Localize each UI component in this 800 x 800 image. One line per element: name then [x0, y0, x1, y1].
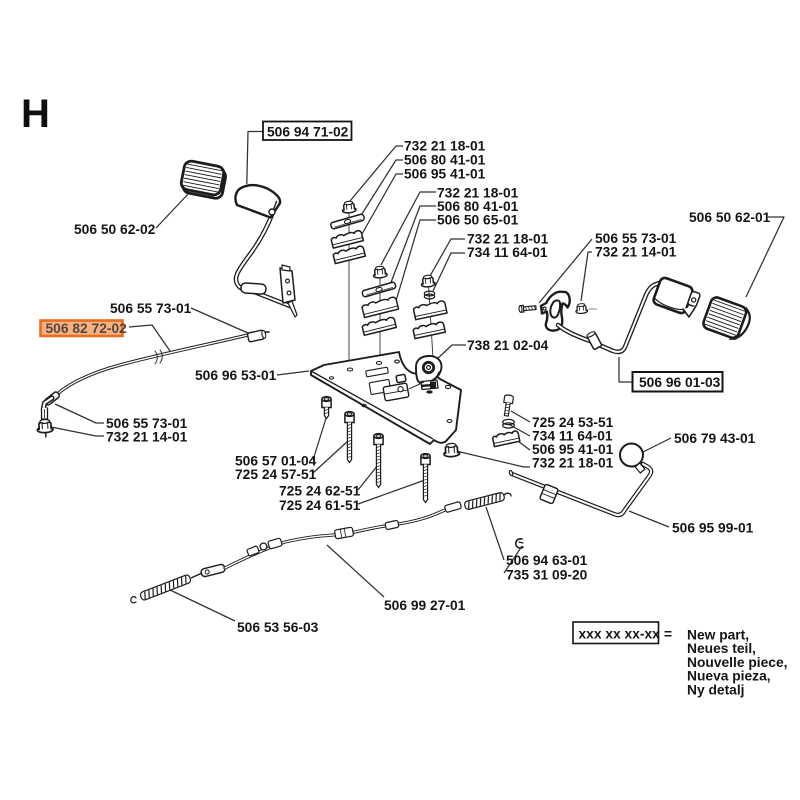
svg-text:506 57 01-04: 506 57 01-04: [235, 454, 317, 469]
svg-text:506 96 01-03: 506 96 01-03: [639, 375, 721, 390]
svg-text:506 95 41-01: 506 95 41-01: [532, 442, 614, 457]
svg-text:506 50 62-01: 506 50 62-01: [689, 210, 771, 225]
svg-text:506 50 62-02: 506 50 62-02: [74, 222, 156, 237]
svg-text:732 21 18-01: 732 21 18-01: [532, 456, 614, 471]
svg-text:725 24 62-51: 725 24 62-51: [279, 484, 361, 499]
svg-text:=: =: [664, 627, 672, 642]
svg-text:725 24 61-51: 725 24 61-51: [279, 498, 361, 513]
svg-text:506 80 41-01: 506 80 41-01: [404, 153, 486, 168]
svg-text:506 94 63-01: 506 94 63-01: [506, 553, 588, 568]
svg-text:732 21 18-01: 732 21 18-01: [437, 186, 519, 201]
svg-text:506 95 99-01: 506 95 99-01: [672, 521, 754, 536]
svg-text:725 24 57-51: 725 24 57-51: [235, 467, 317, 482]
svg-text:732 21 14-01: 732 21 14-01: [106, 430, 188, 445]
svg-text:506 96 53-01: 506 96 53-01: [195, 368, 277, 383]
svg-text:506 55 73-01: 506 55 73-01: [595, 231, 677, 246]
svg-text:732 21 18-01: 732 21 18-01: [404, 139, 486, 154]
svg-text:Nueva pieza,: Nueva pieza,: [687, 669, 771, 684]
svg-text:506 55 73-01: 506 55 73-01: [110, 301, 192, 316]
svg-text:732 21 18-01: 732 21 18-01: [467, 232, 549, 247]
svg-text:Neues teil,: Neues teil,: [687, 641, 756, 656]
svg-text:506 79 43-01: 506 79 43-01: [674, 431, 756, 446]
svg-text:506 99 27-01: 506 99 27-01: [384, 598, 466, 613]
svg-text:506 82 72-02: 506 82 72-02: [46, 321, 128, 336]
svg-text:734 11 64-01: 734 11 64-01: [532, 429, 613, 444]
svg-text:738 21 02-04: 738 21 02-04: [467, 338, 549, 353]
svg-text:H: H: [21, 92, 50, 136]
svg-text:New part,: New part,: [687, 628, 749, 643]
svg-text:506 50 65-01: 506 50 65-01: [437, 213, 519, 228]
svg-text:xxx xx xx-xx: xxx xx xx-xx: [579, 627, 661, 642]
svg-text:506 53 56-03: 506 53 56-03: [237, 620, 319, 635]
svg-text:506 94 71-02: 506 94 71-02: [267, 125, 349, 140]
svg-text:732 21 14-01: 732 21 14-01: [595, 245, 677, 260]
svg-text:734 11 64-01: 734 11 64-01: [467, 245, 548, 260]
svg-text:Nouvelle piece,: Nouvelle piece,: [687, 655, 787, 670]
svg-text:725 24 53-51: 725 24 53-51: [532, 415, 614, 430]
svg-text:506 55 73-01: 506 55 73-01: [106, 416, 188, 431]
svg-text:506 80 41-01: 506 80 41-01: [437, 199, 519, 214]
svg-text:506 95 41-01: 506 95 41-01: [404, 167, 486, 182]
svg-text:Ny detalj: Ny detalj: [687, 682, 745, 697]
svg-text:735 31 09-20: 735 31 09-20: [506, 568, 588, 583]
